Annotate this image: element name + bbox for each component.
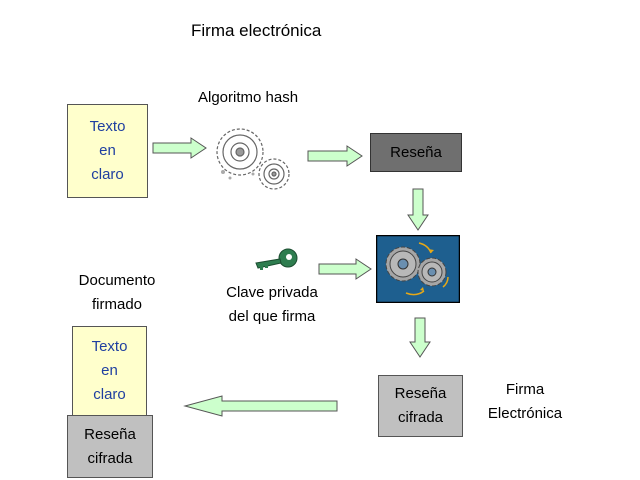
encrypted-digest-line-2: cifrada: [397, 409, 444, 426]
arrow-text-to-hash: [152, 137, 207, 159]
encrypted-digest-line-1: Reseña: [394, 385, 447, 402]
signed-document-line-2: firmado: [91, 296, 143, 313]
private-key-line-2: del que firma: [228, 308, 316, 325]
private-key-line-1: Clave privada: [226, 284, 318, 301]
private-key-label: Clave privada del que firma: [214, 281, 330, 329]
signed-document-line-1: Documento: [78, 272, 156, 289]
arrow-to-signed-document: [183, 395, 338, 417]
arrow-key-to-encrypt: [318, 258, 372, 280]
signed-text-line-3: claro: [93, 386, 126, 403]
arrow-hash-to-digest: [307, 145, 363, 167]
plain-text-line-3: claro: [91, 166, 124, 183]
signed-document-label: Documento firmado: [66, 269, 168, 317]
encrypted-digest-box: Reseña cifrada: [378, 375, 463, 437]
signed-document-digest-box: Reseña cifrada: [67, 415, 153, 478]
signature-line-2: Electrónica: [487, 405, 563, 422]
digest-box: Reseña: [370, 133, 462, 172]
page-title: Firma electrónica: [191, 21, 322, 40]
arrow-digest-to-encrypt: [407, 188, 429, 231]
plain-text-box: Texto en claro: [67, 104, 148, 198]
arrow-encrypt-to-encrypted-digest: [409, 317, 431, 358]
digest-label: Reseña: [390, 143, 442, 161]
signed-document-text-box: Texto en claro: [72, 326, 147, 416]
hash-algorithm-label: Algoritmo hash: [198, 89, 299, 106]
gears-icon: [216, 128, 290, 190]
key-icon: [255, 248, 298, 270]
signed-text-line-2: en: [101, 362, 118, 379]
plain-text-line-2: en: [99, 142, 116, 159]
electronic-signature-label: Firma Electrónica: [480, 378, 570, 426]
signed-digest-line-1: Reseña: [84, 425, 136, 443]
signed-text-line-1: Texto: [91, 338, 128, 355]
signed-digest-line-2: cifrada: [87, 449, 133, 467]
gears-encrypt-icon: [376, 235, 460, 303]
plain-text-line-1: Texto: [89, 118, 126, 135]
signature-line-1: Firma: [505, 381, 545, 398]
